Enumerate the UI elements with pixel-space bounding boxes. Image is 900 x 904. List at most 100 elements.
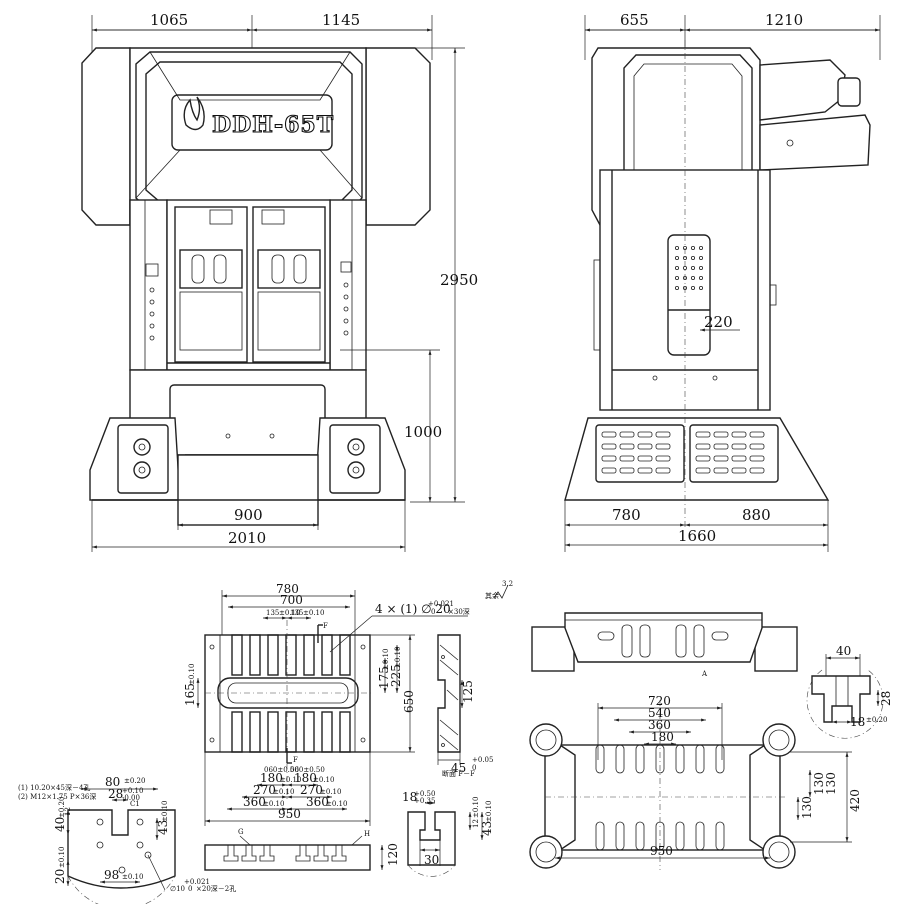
bolster-dim-650: 650 — [402, 690, 416, 713]
detail-dim-28-tol-top: +0.10 — [122, 787, 143, 795]
slide-plate-body — [559, 744, 766, 851]
section-roughness: 3.2 — [502, 580, 513, 588]
detail-dim-20-tol: ±0.10 — [58, 847, 66, 868]
bolster-dim-360b-tol: ±0.10 — [326, 800, 347, 808]
front-crown-right-cap — [365, 47, 431, 226]
bolster-plate-outline — [204, 634, 371, 753]
bolster-dim-135b-tol: ±0.10 — [303, 609, 324, 617]
detail-note-2: (2) M12×1.75 P×36深 — [18, 792, 96, 801]
detail-dim-c1: C1 — [130, 800, 140, 808]
tslot-dim-18: 18 — [402, 790, 417, 804]
front-slide-right-unit — [252, 206, 326, 363]
slide-dim-950: 950 — [650, 844, 673, 858]
bolster-dim-180b-tol: ±0.10 — [313, 776, 334, 784]
detail-dim-43-tol: ±0.10 — [161, 801, 169, 822]
detail-a-profile — [811, 675, 871, 723]
slide-plate-view: A 720 540 360 180 130 130 130 420 950 — [529, 612, 862, 870]
front-dim-bottom-inner: 900 — [234, 506, 263, 524]
front-control-buttons-left — [145, 263, 159, 341]
bolster-hole-suffix: ×30深 — [448, 607, 470, 616]
detail-dim-43: 43 — [156, 820, 170, 835]
detail-dim-98-tol: ±0.10 — [122, 873, 143, 881]
slide-corner-boss-icon — [529, 723, 563, 757]
detail-dim-20: 20 — [53, 869, 67, 884]
bolster-dim-270a-tol: ±0.10 — [273, 788, 294, 796]
detail-a-dim-18: 18 — [850, 715, 865, 729]
slide-dim-540: 540 — [648, 706, 671, 720]
bolster-dim-180a: 180 — [260, 771, 283, 785]
side-base-vent-right — [689, 424, 779, 483]
bolster-dim-180b: 180 — [294, 771, 317, 785]
section-dim-45-tol-bot: 0 — [472, 764, 476, 772]
tslot-dim-18-tol-top: +0.50 — [414, 790, 435, 798]
bolster-dim-165-tol: ±0.10 — [188, 664, 196, 685]
bolster-mark-f-bot: F — [293, 756, 298, 764]
side-motor-pulley — [837, 77, 861, 107]
bolster-dim-165: 165 — [183, 683, 197, 706]
slide-mark-a: A — [701, 670, 708, 678]
tslot-dim-18-tol-bot: +0.35 — [414, 797, 435, 805]
detail-a-dim-28: 28 — [879, 691, 893, 706]
front-slide-window — [166, 199, 331, 371]
bolster-dim-360a-tol: ±0.10 — [263, 800, 284, 808]
tslot-dim-120: 120 — [386, 843, 400, 866]
side-base-vent-left — [595, 424, 685, 483]
detail-slot-view: (1) 10.20×45深－4孔 (2) M12×1.75 P×36深 80 ±… — [18, 775, 236, 904]
front-base-right — [314, 417, 406, 501]
bolster-dim-700: 700 — [280, 593, 303, 607]
tslot-dim-12: 12 — [472, 819, 480, 828]
detail-dim-28: 28 — [108, 787, 123, 801]
side-base — [564, 417, 830, 501]
front-dim-top-right: 1145 — [322, 11, 360, 29]
front-dim-height-table: 1000 — [404, 423, 442, 441]
bolster-dim-225-tol: ±0.10 — [394, 647, 402, 668]
bolster-dim-135a: 135 — [266, 609, 279, 617]
tslot-dim-12-tol: ±0.10 — [472, 797, 480, 818]
side-dim-top-right: 1210 — [765, 11, 803, 29]
bolster-slots — [231, 634, 351, 753]
detail-a-view: 40 28 18 ±0.20 — [806, 644, 893, 739]
front-bed-panel — [169, 384, 326, 456]
side-dim-bottom-left: 780 — [612, 506, 641, 524]
detail-dim-98: 98 — [104, 868, 119, 882]
section-ff-view: 125 45 +0.05 0 断面 F－F 其余 3.2 — [437, 580, 513, 778]
detail-dim-80: 80 — [105, 775, 120, 789]
slide-dim-360: 360 — [648, 718, 671, 732]
detail-slot-profile — [67, 809, 176, 889]
detail-dim-10-tol-bot: 0 — [188, 885, 192, 893]
section-caption: 断面 F－F — [442, 769, 475, 778]
bolster-dim-270b-tol: ±0.10 — [320, 788, 341, 796]
slide-plate-slots — [595, 744, 725, 851]
bolster-dim-950: 950 — [278, 807, 301, 821]
detail-dim-40: 40 — [53, 817, 67, 832]
bolster-hole-note: 4 × (1) ∅ 20 — [375, 602, 451, 616]
front-crown-left-cap — [81, 47, 131, 226]
tslot-dim-43-tol: ±0.10 — [485, 801, 493, 822]
bolster-dim-135b: 135 — [290, 609, 303, 617]
front-dim-height-total: 2950 — [440, 271, 478, 289]
bolster-plate-view: F F 780 700 135 ±0.10 135 ±0.10 4 × (1) … — [183, 582, 470, 826]
bolster-dim-780: 780 — [276, 582, 299, 596]
bolster-dim-225: 225 — [389, 664, 403, 687]
detail-note-1: (1) 10.20×45深－4孔 — [18, 783, 90, 792]
tslot-dim-43: 43 — [480, 821, 494, 836]
front-column-left — [129, 199, 168, 371]
bolster-dim-360b: 360 — [306, 795, 329, 809]
bolster-small-c2: 060±0.50 — [290, 766, 325, 774]
front-view: 1065 1145 DDH-65T — [81, 11, 478, 552]
tslot-mark-h: H — [364, 830, 370, 838]
section-dim-45: 45 — [451, 761, 466, 775]
bolster-small-c1: 060±0.50 — [264, 766, 299, 774]
side-dim-bottom-total: 1660 — [678, 527, 716, 545]
front-control-buttons-right — [340, 261, 352, 336]
bolster-dim-175: 175 — [377, 666, 391, 689]
detail-a-dim-18-tol: ±0.20 — [866, 716, 887, 724]
tslot-mark-g: G — [238, 828, 244, 836]
slide-side-right-block — [754, 626, 798, 672]
slide-dim-130b: 130 — [812, 772, 826, 795]
detail-dim-12: 12 — [64, 807, 72, 816]
detail-dim-80-tol: ±0.20 — [124, 777, 145, 785]
front-base-center — [177, 454, 319, 526]
